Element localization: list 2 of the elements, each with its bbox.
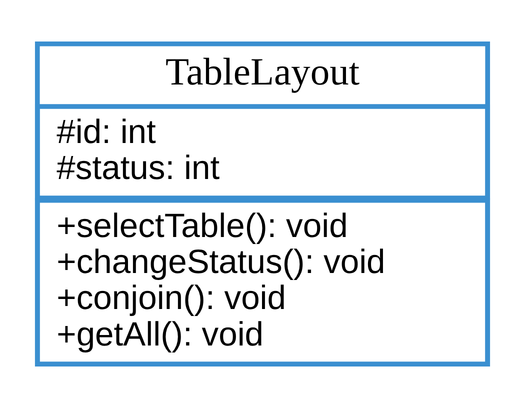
node-box: #id: int #status: int (34, 104, 490, 200)
node-box: +selectTable(): void +changeStatus(): void +conjoin(): void +getAll(): void (34, 198, 490, 367)
